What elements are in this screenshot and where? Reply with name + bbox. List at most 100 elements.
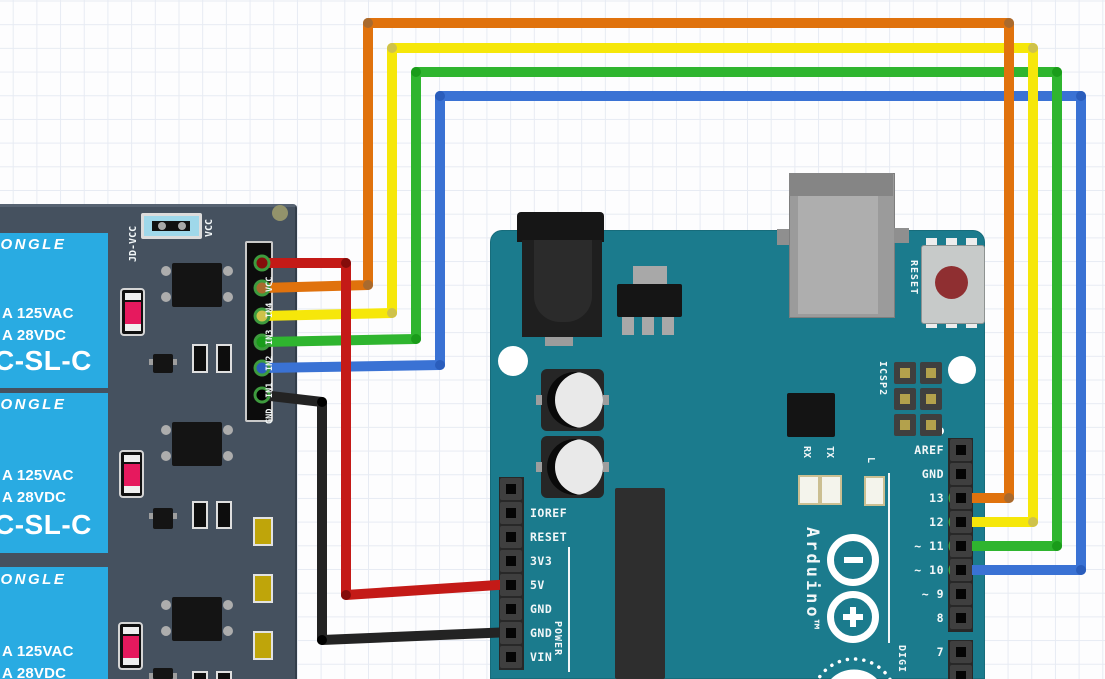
wire-bend-blue[interactable]: [1076, 565, 1086, 575]
pin-socket-hole[interactable]: [900, 394, 910, 404]
jdvcc-jumper-bar: [152, 221, 190, 231]
jumper-pin-left: [158, 222, 166, 230]
relay-2-brand: SONGLE: [0, 396, 67, 413]
arduino-logo-circle-bottom: [827, 591, 879, 643]
digital-pin-label-11: ~ 11: [914, 539, 944, 553]
digital-pin-label-AREF: AREF: [914, 443, 944, 457]
optocoupler-ic: [172, 597, 222, 641]
digital-pin-label-10: ~ 10: [914, 563, 944, 577]
pin-socket-hole[interactable]: [506, 580, 516, 590]
wire-red[interactable]: [257, 258, 518, 600]
opto-leg: [161, 266, 171, 276]
power-pin-label-GND-4: GND: [530, 602, 553, 616]
pin-socket-hole[interactable]: [506, 556, 516, 566]
pin-socket-hole[interactable]: [956, 671, 966, 679]
relay-status-led: [118, 622, 143, 670]
usb-tab-right: [894, 228, 909, 243]
pin-socket-hole[interactable]: [926, 368, 936, 378]
digital-pin-label-12: 12: [929, 515, 944, 529]
pin-socket-hole[interactable]: [956, 613, 966, 623]
digital-pin-label-GND: GND: [921, 467, 944, 481]
pin-socket-hole[interactable]: [926, 420, 936, 430]
opto-leg: [161, 600, 171, 610]
wire-bend-red[interactable]: [341, 590, 351, 600]
arduino-brand: Arduino™: [802, 527, 822, 633]
capacitor-1: [547, 372, 603, 428]
opto-leg: [161, 425, 171, 435]
wire-bend-yellow[interactable]: [1028, 517, 1038, 527]
pin-socket-hole[interactable]: [956, 517, 966, 527]
relay-2-rating-2: A 28VDC: [2, 489, 67, 506]
regulator-leg-2: [642, 317, 654, 335]
relay-2-rating-1: A 125VAC: [2, 467, 74, 484]
relay-1: SONGLE A 125VAC A 28VDC C-SL-C: [0, 233, 108, 388]
relay-1-brand: SONGLE: [0, 236, 67, 253]
usb-connector-top: [789, 173, 893, 196]
smd-diode: [192, 671, 208, 679]
rx-led: [798, 475, 820, 505]
wire-bend-blue[interactable]: [435, 360, 445, 370]
wire-bend-blue[interactable]: [435, 91, 445, 101]
pin-socket-hole[interactable]: [926, 394, 936, 404]
transistor-leg: [149, 359, 153, 365]
pin-socket-hole[interactable]: [956, 445, 966, 455]
wire-bend-green[interactable]: [411, 334, 421, 344]
power-jack-tab: [545, 337, 573, 346]
wire-bend-yellow[interactable]: [387, 308, 397, 318]
pin-socket-hole[interactable]: [506, 508, 516, 518]
wire-bend-black[interactable]: [317, 397, 327, 407]
arduino-logo-plus-v: [850, 607, 856, 627]
wire-bend-orange[interactable]: [1004, 18, 1014, 28]
transistor-leg: [173, 673, 177, 679]
relay-status-led: [119, 450, 144, 498]
pin-socket-hole[interactable]: [956, 493, 966, 503]
rx-label: RX: [801, 446, 812, 459]
relay-pin-label-IN1: IN1: [265, 382, 275, 398]
relay-pin-label-GND: GND: [265, 408, 275, 424]
pin-socket-hole[interactable]: [900, 420, 910, 430]
wire-bend-orange[interactable]: [363, 280, 373, 290]
capacitor-2-lead: [603, 462, 609, 472]
wire-bend-black[interactable]: [317, 635, 327, 645]
pin-socket-hole[interactable]: [506, 652, 516, 662]
relay-3-brand: SONGLE: [0, 571, 67, 588]
wire-bend-red[interactable]: [341, 258, 351, 268]
pin-socket-hole[interactable]: [956, 469, 966, 479]
pin-socket-hole[interactable]: [506, 532, 516, 542]
pin-socket-hole[interactable]: [506, 484, 516, 494]
pin-socket-hole[interactable]: [956, 589, 966, 599]
smd-diode: [192, 501, 208, 529]
reset-button-cap[interactable]: [935, 266, 968, 299]
opto-leg: [161, 292, 171, 302]
capacitor-2-lead: [536, 462, 542, 472]
wire-bend-yellow[interactable]: [1028, 43, 1038, 53]
wire-black[interactable]: [257, 390, 518, 645]
power-jack-inner: [534, 240, 592, 322]
wire-bend-yellow[interactable]: [387, 43, 397, 53]
vcc-jumper-label: VCC: [204, 218, 215, 237]
pin-socket-hole[interactable]: [506, 604, 516, 614]
pin-socket-hole[interactable]: [956, 565, 966, 575]
wire-bend-orange[interactable]: [363, 18, 373, 28]
pin-socket-hole[interactable]: [506, 628, 516, 638]
wire-bend-green[interactable]: [411, 67, 421, 77]
pin-socket-hole[interactable]: [956, 647, 966, 657]
pin-socket-hole[interactable]: [956, 541, 966, 551]
pin-socket-hole[interactable]: [900, 368, 910, 378]
wire-bend-blue[interactable]: [1076, 91, 1086, 101]
wire-bend-orange[interactable]: [1004, 493, 1014, 503]
opto-leg: [223, 626, 233, 636]
power-pin-label-IOREF-0: IOREF: [530, 506, 568, 520]
smd-diode: [216, 501, 232, 529]
wire-bend-green[interactable]: [1052, 67, 1062, 77]
opto-leg: [223, 451, 233, 461]
capacitor-1-lead: [536, 395, 542, 405]
led-l-label: L: [865, 457, 876, 464]
opto-leg: [223, 600, 233, 610]
wire-bend-green[interactable]: [1052, 541, 1062, 551]
optocoupler-ic: [172, 263, 222, 307]
capacitor-1-lead: [603, 395, 609, 405]
relay-pin-label-IN3: IN3: [265, 329, 275, 345]
jumper-pin-right: [178, 222, 186, 230]
smd-transistor: [153, 508, 173, 529]
